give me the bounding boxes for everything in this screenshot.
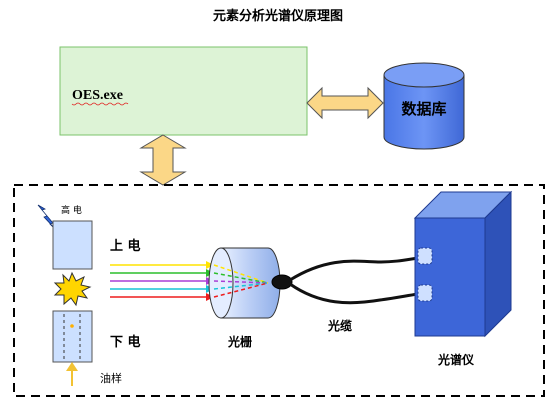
database-label: 数据库 [401,100,446,118]
upper-electrode-small-label: 高 电 [61,204,82,216]
lightning-bolt-icon [37,204,59,233]
grating-cylinder [208,247,281,319]
lower-electrode [52,310,93,363]
converging-beams [213,264,269,298]
lower-electrode-label: 下 电 [110,334,141,350]
beam-cyan [110,285,214,293]
software-box: OES.exe [59,46,308,136]
fiber-cables [289,256,419,305]
beam-red [110,293,214,301]
oil-inflow-arrow [66,362,78,386]
grating-coupler [271,274,293,290]
spectrometer-ports [417,247,433,302]
oil-sample-label: 油样 [100,371,122,385]
database-cylinder: 数据库 [383,62,465,150]
upper-electrode-label: 上 电 [110,238,141,254]
grating-label: 光栅 [227,334,252,349]
cable-label: 光缆 [327,318,352,333]
beam-purple [110,277,214,285]
light-beams [110,261,214,301]
spectrometer-cube [413,190,513,338]
software-label: OES.exe [72,88,123,103]
upper-electrode [52,220,93,270]
beam-yellow [110,261,214,269]
instrument-frame [13,184,545,397]
spellcheck-underline [71,102,129,106]
software-instrument-link-arrow [139,134,187,186]
diagram-title: 元素分析光谱仪原理图 [213,8,343,24]
beam-green [110,269,214,277]
spark-burst-icon [53,271,92,307]
software-database-link-arrow [306,86,384,120]
spectrometer-label: 光谱仪 [437,352,475,367]
